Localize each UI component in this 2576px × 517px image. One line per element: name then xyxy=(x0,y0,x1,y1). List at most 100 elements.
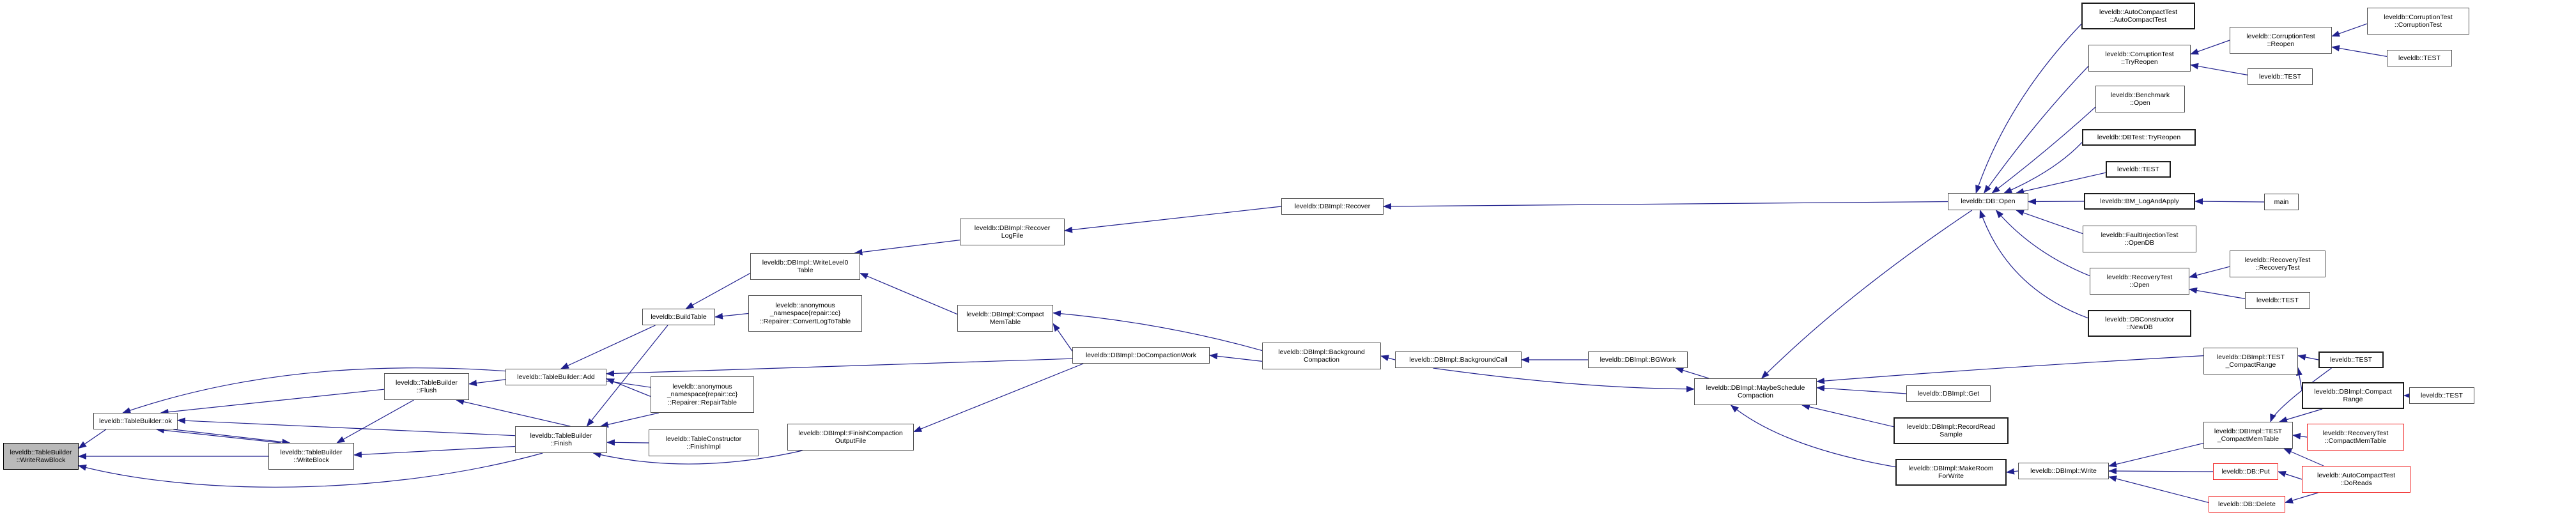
edge-add-to-flush xyxy=(468,379,506,387)
graph-node-testCompactMemTable[interactable]: leveldb::DBImpl::TEST _CompactMemTable xyxy=(2203,422,2293,449)
graph-node-writeBlock[interactable]: leveldb::TableBuilder ::WriteBlock xyxy=(268,443,354,470)
edge-doReads-to-testCompactMemTable xyxy=(2283,448,2324,467)
edge-finish-to-flush xyxy=(456,398,571,427)
graph-node-makeRoomForWrite[interactable]: leveldb::DBImpl::MakeRoom ForWrite xyxy=(1895,459,2007,486)
edge-repairTable-to-finish xyxy=(599,412,659,428)
graph-node-dbTestTryReopen[interactable]: leveldb::DBTest::TryReopen xyxy=(2082,129,2196,146)
edge-testCorr1-to-corruptionTryReopen xyxy=(2190,63,2248,75)
graph-node-testCorr2[interactable]: leveldb::TEST xyxy=(2387,50,2452,66)
edge-compactRange-to-testCompactRange xyxy=(2296,367,2302,390)
edge-recover-to-recoverLogFile xyxy=(1064,206,1282,233)
edge-dbPut-to-write xyxy=(2108,468,2214,475)
graph-node-doCompactionWork[interactable]: leveldb::DBImpl::DoCompactionWork xyxy=(1072,347,1210,364)
edge-backgroundCall-to-backgroundCompaction xyxy=(1380,355,1396,361)
graph-node-buildTable[interactable]: leveldb::BuildTable xyxy=(642,309,715,325)
graph-node-corruptionCtor[interactable]: leveldb::CorruptionTest ::CorruptionTest xyxy=(2367,8,2469,35)
graph-node-backgroundCall[interactable]: leveldb::DBImpl::BackgroundCall xyxy=(1395,351,1522,368)
graph-node-recoveryCompactMemTable[interactable]: leveldb::RecoveryTest ::CompactMemTable xyxy=(2307,424,2404,451)
edge-buildTable-to-finish xyxy=(586,325,668,427)
graph-node-main[interactable]: main xyxy=(2264,194,2299,210)
graph-node-writeRawBlock[interactable]: leveldb::TableBuilder ::WriteRawBlock xyxy=(3,443,79,470)
edge-dbOpen-to-recover xyxy=(1383,201,1948,210)
edge-bmLogAndApply-to-dbOpen xyxy=(2028,198,2085,205)
edge-testCompactRange-to-maybeSchedule xyxy=(1816,355,2204,385)
edge-corruptionCtor-to-corruptionReopen xyxy=(2331,23,2368,37)
edge-finish-to-writeBlock xyxy=(353,445,516,458)
graph-node-get[interactable]: leveldb::DBImpl::Get xyxy=(1906,385,1991,402)
graph-node-flush[interactable]: leveldb::TableBuilder ::Flush xyxy=(384,373,469,400)
graph-node-compactMemTable[interactable]: leveldb::DBImpl::Compact MemTable xyxy=(957,305,1053,332)
edge-recoveryTestCtor-to-recoveryTestOpen xyxy=(2189,266,2230,279)
graph-node-finishImpl[interactable]: leveldb::TableConstructor ::FinishImpl xyxy=(649,429,759,456)
edge-doReads-to-dbDelete xyxy=(2285,492,2318,504)
edge-testCorr2-to-corruptionReopen xyxy=(2331,45,2387,57)
graph-node-dbPut[interactable]: leveldb::DB::Put xyxy=(2213,463,2278,480)
graph-node-test2[interactable]: leveldb::TEST xyxy=(2409,387,2474,404)
edge-finishImpl-to-finish xyxy=(606,439,649,446)
graph-node-testRec[interactable]: leveldb::TEST xyxy=(2245,292,2310,309)
graph-node-dbConstructorNewDB[interactable]: leveldb::DBConstructor ::NewDB xyxy=(2088,310,2191,337)
graph-node-maybeSchedule[interactable]: leveldb::DBImpl::MaybeSchedule Compactio… xyxy=(1694,378,1817,405)
graph-node-ok[interactable]: leveldb::TableBuilder::ok xyxy=(93,413,178,429)
graph-node-faultInjectionOpenDB[interactable]: leveldb::FaultInjectionTest ::OpenDB xyxy=(2083,226,2196,252)
graph-node-repairTable[interactable]: leveldb::anonymous _namespace{repair::cc… xyxy=(651,376,754,413)
graph-node-bmLogAndApply[interactable]: leveldb::BM_LogAndApply xyxy=(2084,193,2195,210)
edge-recordReadSample-to-maybeSchedule xyxy=(1801,403,1894,428)
edge-testCompactMemTable-to-write xyxy=(2108,443,2204,468)
graph-node-convertLogToTable[interactable]: leveldb::anonymous _namespace{repair::cc… xyxy=(748,295,862,332)
edge-repairTable-to-add xyxy=(606,378,651,397)
graph-node-finish[interactable]: leveldb::TableBuilder ::Finish xyxy=(515,426,607,453)
graph-node-compactRange[interactable]: leveldb::DBImpl::Compact Range xyxy=(2302,382,2404,409)
edge-dbOpen-to-maybeSchedule xyxy=(1761,210,1973,379)
graph-node-testCompactRange[interactable]: leveldb::DBImpl::TEST _CompactRange xyxy=(2203,348,2298,374)
graph-node-dbDelete[interactable]: leveldb::DB::Delete xyxy=(2209,496,2285,513)
edge-convertLogToTable-to-buildTable xyxy=(714,313,749,320)
graph-node-add[interactable]: leveldb::TableBuilder::Add xyxy=(505,369,606,385)
graph-node-recoveryTestCtor[interactable]: leveldb::RecoveryTest ::RecoveryTest xyxy=(2230,251,2325,277)
edge-doCompactionWork-to-finishCompactionOutputFile xyxy=(913,363,1084,433)
graph-node-recoveryTestOpen[interactable]: leveldb::RecoveryTest ::Open xyxy=(2090,268,2189,295)
edge-compactRange-to-testCompactMemTable xyxy=(2279,408,2323,423)
edge-get-to-maybeSchedule xyxy=(1816,385,1907,394)
edge-writeLevel0Table-to-buildTable xyxy=(685,272,751,309)
edge-corruptionTryReopen-to-dbOpen xyxy=(1984,66,2089,194)
graph-node-recover[interactable]: leveldb::DBImpl::Recover xyxy=(1281,198,1384,215)
edge-backgroundCompaction-to-compactMemTable xyxy=(1053,310,1263,351)
edge-testTop-to-dbOpen xyxy=(2016,172,2106,195)
graph-node-writeLevel0Table[interactable]: leveldb::DBImpl::WriteLevel0 Table xyxy=(750,253,860,280)
edge-dbDelete-to-write xyxy=(2108,475,2209,503)
edges-group xyxy=(78,23,2412,504)
graph-node-backgroundCompaction[interactable]: leveldb::DBImpl::Background Compaction xyxy=(1262,343,1381,369)
edge-recoveryCompactMemTable-to-testCompactMemTable xyxy=(2292,433,2308,440)
edge-maybeSchedule-to-bgWork xyxy=(1675,367,1709,379)
graph-node-recoverLogFile[interactable]: leveldb::DBImpl::Recover LogFile xyxy=(960,219,1065,245)
edge-ok-to-writeBlock xyxy=(173,429,291,445)
graph-node-recordReadSample[interactable]: leveldb::DBImpl::RecordRead Sample xyxy=(1893,417,2009,444)
edge-writeBlock-to-ok xyxy=(156,427,282,444)
edge-benchmarkOpen-to-dbOpen xyxy=(1991,107,2096,194)
graph-node-corruptionTryReopen[interactable]: leveldb::CorruptionTest ::TryReopen xyxy=(2088,45,2191,72)
edge-recoveryTestOpen-to-dbOpen xyxy=(1995,210,2090,277)
graph-node-testCorr1[interactable]: leveldb::TEST xyxy=(2248,68,2313,85)
edge-finishCompactionOutputFile-to-finish xyxy=(592,450,803,465)
edge-dbTestTryReopen-to-dbOpen xyxy=(2003,142,2083,194)
graph-node-corruptionReopen[interactable]: leveldb::CorruptionTest ::Reopen xyxy=(2230,27,2332,54)
edge-corruptionReopen-to-corruptionTryReopen xyxy=(2190,40,2230,55)
graph-node-write[interactable]: leveldb::DBImpl::Write xyxy=(2018,463,2109,479)
graph-node-testTop[interactable]: leveldb::TEST xyxy=(2106,161,2171,178)
graph-node-doReads[interactable]: leveldb::AutoCompactTest ::DoReads xyxy=(2302,466,2410,493)
graph-node-bgWork[interactable]: leveldb::DBImpl::BGWork xyxy=(1588,351,1688,368)
edge-ok-to-writeRawBlock xyxy=(78,429,107,449)
edge-test1-to-testCompactRange xyxy=(2297,354,2319,360)
edge-faultInjectionOpenDB-to-dbOpen xyxy=(2016,210,2083,235)
edge-backgroundCall-to-maybeSchedule xyxy=(1433,367,1695,392)
graph-node-benchmarkOpen[interactable]: leveldb::Benchmark ::Open xyxy=(2095,86,2185,112)
graph-node-finishCompactionOutputFile[interactable]: leveldb::DBImpl::FinishCompaction Output… xyxy=(787,424,914,451)
edge-doCompactionWork-to-add xyxy=(606,358,1073,377)
graph-node-autoCompactCtor[interactable]: leveldb::AutoCompactTest ::AutoCompactTe… xyxy=(2081,3,2195,29)
graph-node-test1[interactable]: leveldb::TEST xyxy=(2318,351,2384,368)
edge-compactMemTable-to-writeLevel0Table xyxy=(860,272,958,315)
graph-node-dbOpen[interactable]: leveldb::DB::Open xyxy=(1948,193,2028,210)
